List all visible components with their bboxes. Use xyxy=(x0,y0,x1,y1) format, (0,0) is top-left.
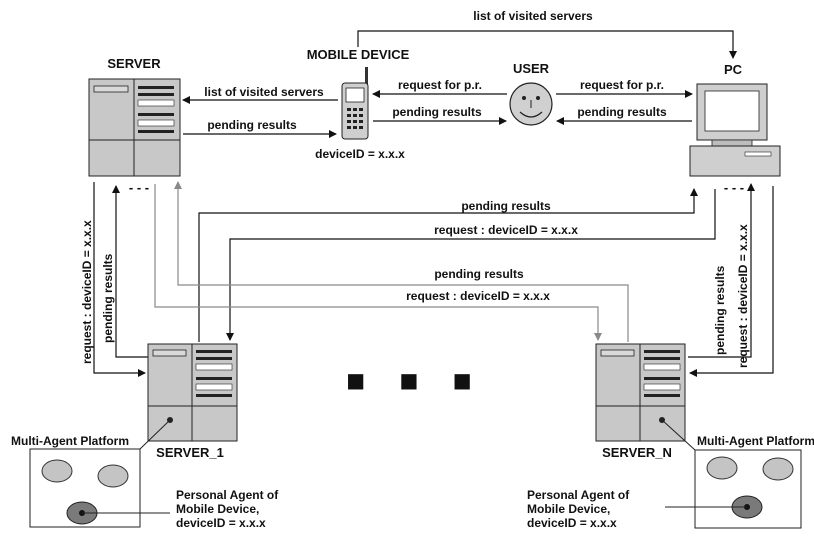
agent-ellipse xyxy=(41,459,73,483)
mobile-phone-icon xyxy=(341,67,369,140)
pending-results-mid1-label: pending results xyxy=(461,199,551,213)
platform-right-title: Multi-Agent Platform xyxy=(697,434,814,448)
platform-left-agent-line3: deviceID = x.x.x xyxy=(176,516,266,530)
server-main xyxy=(88,78,181,177)
edge-pending-mid2 xyxy=(174,181,629,342)
edge-left-request xyxy=(93,182,146,377)
platform-right-connector xyxy=(661,419,696,451)
left-vert-request-label: request : deviceID = x.x.x xyxy=(80,220,94,364)
agent-ellipse xyxy=(762,457,794,481)
user-label: USER xyxy=(513,61,550,76)
server-label: SERVER xyxy=(107,56,161,71)
platform-left-connector xyxy=(139,419,171,450)
server-1-label: SERVER_1 xyxy=(156,445,224,460)
pending-results-user-left-label: pending results xyxy=(392,105,482,119)
server-1 xyxy=(147,343,238,442)
request-mid2-label: request : deviceID = x.x.x xyxy=(406,289,550,303)
edge-right-request xyxy=(689,186,774,377)
edge-left-pending xyxy=(112,185,148,358)
right-vert-request-label: request : deviceID = x.x.x xyxy=(736,224,750,368)
edge-list-visited-top xyxy=(357,30,737,59)
server-icon xyxy=(137,86,175,133)
pc-icon xyxy=(689,83,781,177)
right-vert-pending-label: pending results xyxy=(713,265,727,355)
platform-left-title: Multi-Agent Platform xyxy=(11,434,129,448)
server-n xyxy=(595,343,686,442)
edge-right-pending xyxy=(688,183,755,358)
dashes-right: - - - xyxy=(724,180,744,195)
server-n-label: SERVER_N xyxy=(602,445,672,460)
edge-request-mid2 xyxy=(154,184,602,341)
platform-left-agent-line2: Mobile Device, xyxy=(176,502,259,516)
pending-results-server-label: pending results xyxy=(207,118,297,132)
request-mid1-label: request : deviceID = x.x.x xyxy=(434,223,578,237)
platform-right-agent-line3: deviceID = x.x.x xyxy=(527,516,617,530)
platform-right-agent-line1: Personal Agent of xyxy=(527,488,630,502)
ellipsis-dots: ■ ■ ■ xyxy=(346,368,485,392)
request-pr-right-label: request for p.r. xyxy=(580,78,664,92)
mobile-device-label: MOBILE DEVICE xyxy=(307,47,410,62)
user-face-icon xyxy=(509,82,553,126)
server-icon xyxy=(643,350,681,397)
pending-results-user-right-label: pending results xyxy=(577,105,667,119)
left-vert-pending-label: pending results xyxy=(101,253,115,343)
list-visited-top-label: list of visited servers xyxy=(473,9,593,23)
list-visited-left-label: list of visited servers xyxy=(204,85,324,99)
agent-ellipse xyxy=(706,456,738,480)
dashes-left: - - - xyxy=(129,180,149,195)
server-icon xyxy=(195,350,233,397)
device-id-label: deviceID = x.x.x xyxy=(315,147,405,161)
edge-request-mid1 xyxy=(226,189,716,341)
pc-label: PC xyxy=(724,62,743,77)
agent-ellipse xyxy=(97,464,129,488)
pending-results-mid2-label: pending results xyxy=(434,267,524,281)
platform-right-agent-line2: Mobile Device, xyxy=(527,502,610,516)
edge-pending-mid1 xyxy=(198,188,698,342)
platform-left-agent-line1: Personal Agent of xyxy=(176,488,279,502)
request-pr-left-label: request for p.r. xyxy=(398,78,482,92)
